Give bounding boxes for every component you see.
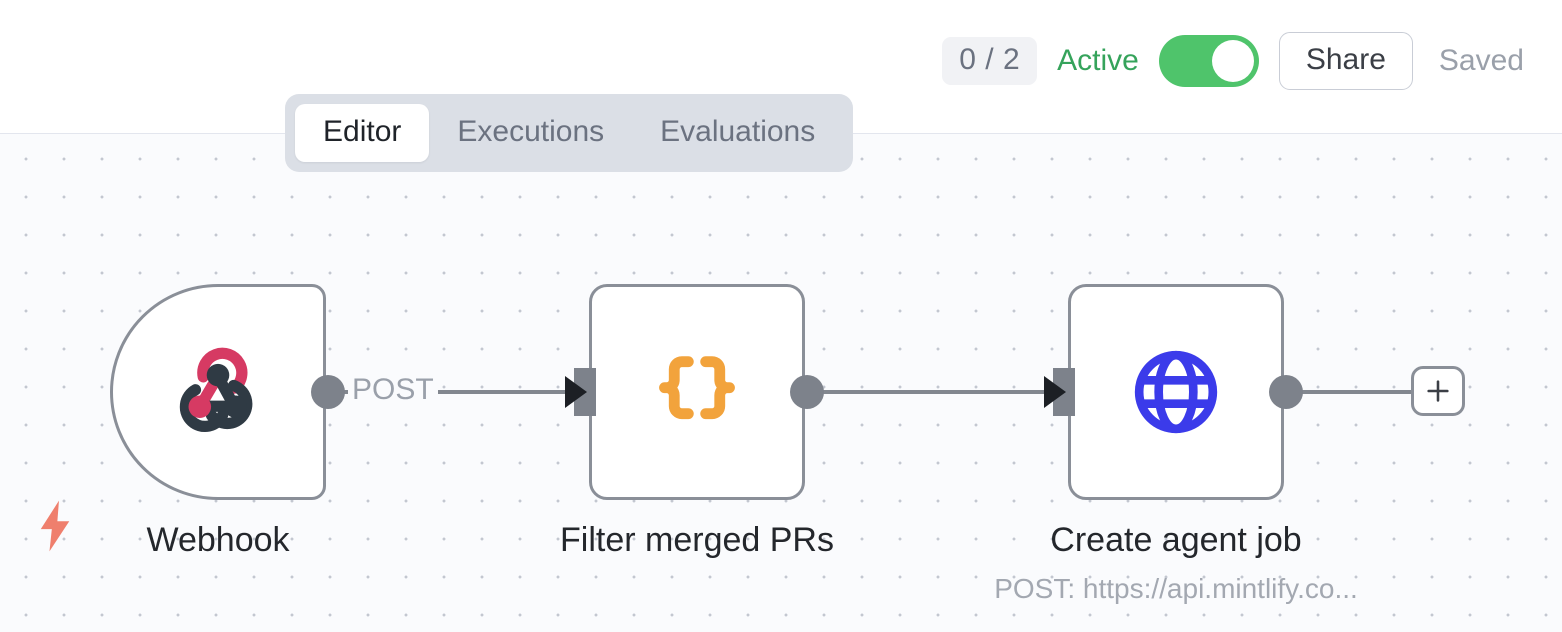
share-button[interactable]: Share bbox=[1278, 32, 1413, 90]
workflow-canvas[interactable]: POST bbox=[0, 134, 1562, 632]
edge-arrowhead-filter bbox=[565, 376, 587, 408]
tab-editor[interactable]: Editor bbox=[295, 104, 430, 162]
tab-evaluations[interactable]: Evaluations bbox=[660, 115, 816, 148]
node-label-webhook: Webhook bbox=[146, 521, 290, 559]
webhook-icon bbox=[179, 347, 253, 432]
active-toggle[interactable] bbox=[1158, 35, 1259, 87]
saved-status-text: Saved bbox=[1438, 44, 1524, 77]
json-braces-icon bbox=[659, 356, 735, 420]
toggle-knob bbox=[1211, 40, 1254, 82]
output-handle-webhook[interactable] bbox=[311, 375, 345, 409]
tab-executions[interactable]: Executions bbox=[457, 115, 605, 148]
lightning-bolt-icon bbox=[36, 500, 74, 552]
view-tabs: Editor Executions Evaluations bbox=[285, 94, 854, 172]
edge-label-post: POST bbox=[348, 372, 438, 408]
node-label-http: Create agent job bbox=[1050, 521, 1302, 559]
globe-icon bbox=[1134, 350, 1218, 434]
edge-http-to-add bbox=[1285, 390, 1411, 394]
add-node-button[interactable] bbox=[1411, 366, 1465, 416]
node-sublabel-http: POST: https://api.mintlify.co... bbox=[994, 574, 1358, 604]
node-label-filter: Filter merged PRs bbox=[560, 521, 834, 559]
node-webhook[interactable] bbox=[110, 284, 326, 500]
output-handle-http[interactable] bbox=[1269, 375, 1303, 409]
active-status-label: Active bbox=[1057, 44, 1139, 77]
output-handle-filter[interactable] bbox=[790, 375, 824, 409]
node-create-agent-job[interactable] bbox=[1068, 284, 1284, 500]
edge-webhook-to-filter bbox=[330, 390, 575, 394]
plus-icon bbox=[1427, 380, 1449, 402]
run-count-badge: 0 / 2 bbox=[942, 37, 1038, 85]
edge-filter-to-http bbox=[806, 390, 1049, 394]
node-filter-merged-prs[interactable] bbox=[589, 284, 805, 500]
edge-arrowhead-http bbox=[1044, 376, 1066, 408]
top-bar-actions: 0 / 2 Active Share Saved bbox=[942, 28, 1538, 94]
